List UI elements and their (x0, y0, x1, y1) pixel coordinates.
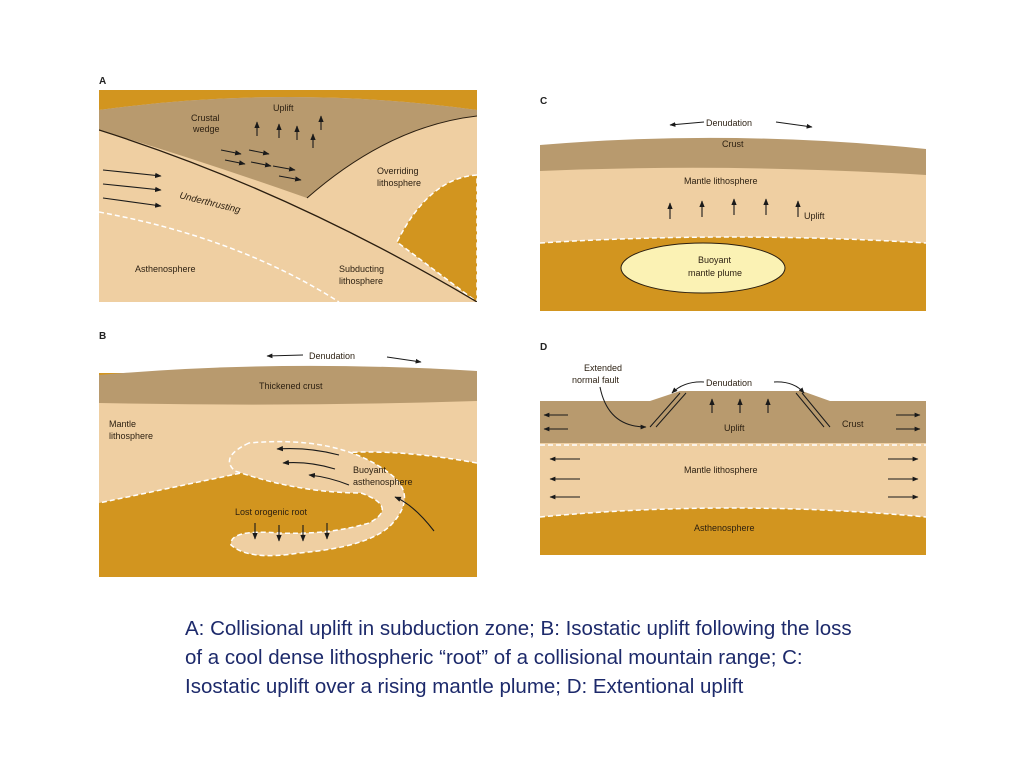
panel-d-fault-label-1: Extended (584, 363, 622, 373)
panel-b-denudation-arrow (266, 353, 422, 364)
panel-b-asthenosphere-boundary (99, 451, 477, 504)
panel-d-mantle-label: Mantle lithosphere (684, 465, 758, 475)
panel-a-crustal-wedge-label-1: Crustal (191, 113, 220, 123)
panel-d-crust-label: Crust (842, 419, 864, 429)
panel-d-crust-layer (540, 391, 926, 443)
panel-b-flow-arrows (276, 445, 435, 532)
panel-d-extension-arrows-right (888, 412, 921, 500)
panel-d-uplift-label: Uplift (724, 423, 745, 433)
panel-c-mantle-lithosphere-layer (540, 163, 926, 243)
panel-b-buoyant-label-1: Buoyant (353, 465, 387, 475)
panel-c-denudation-arrow (669, 121, 813, 129)
panel-a-underthrust-arrows (102, 169, 162, 208)
panel-b-mantle-label-1: Mantle (109, 419, 136, 429)
panel-d-asthenosphere-boundary (540, 507, 926, 518)
panel-c-asthenosphere-boundary (540, 236, 926, 244)
panel-d-extension-arrows-left (543, 412, 580, 500)
panel-a-thrust-arrows (220, 149, 302, 182)
panel-c-letter: C (540, 96, 548, 107)
panel-d-letter: D (540, 342, 548, 353)
panel-d-uplift-arrows (709, 398, 771, 413)
panel-b-letter: B (99, 331, 107, 342)
panel-b-mantle-label-2: lithosphere (109, 431, 153, 441)
panel-a-asthenosphere-label: Asthenosphere (135, 264, 196, 274)
panel-b-sinking-arrows (252, 523, 330, 542)
figure-caption: A: Collisional uplift in subduction zone… (185, 617, 852, 698)
panel-d-mantle-lithosphere-layer (540, 443, 926, 517)
panel-a-overriding-asthenosphere-layer (396, 174, 477, 302)
panel-d-fault-lines (649, 392, 831, 428)
panel-a-overriding-label-1: Overriding (377, 166, 419, 176)
panel-a-slab-base-line (99, 211, 340, 302)
panel-c-uplift-arrows (667, 198, 801, 219)
panel-d-asthenosphere-label: Asthenosphere (694, 523, 755, 533)
panel-d-diagram: Denudation Extended normal fault Uplift … (540, 363, 926, 555)
panel-a-subducting-label-1: Subducting (339, 264, 384, 274)
panel-c-plume-label-2: mantle plume (688, 268, 742, 278)
panel-a-subducting-label-2: lithosphere (339, 276, 383, 286)
panel-c-denudation-label: Denudation (706, 118, 752, 128)
panel-a-crustal-wedge-layer (99, 97, 477, 198)
panel-c-uplift-label: Uplift (804, 211, 825, 221)
panel-a-overriding-label-2: lithosphere (377, 178, 421, 188)
panel-c-mantle-label: Mantle lithosphere (684, 176, 758, 186)
panel-a-uplift-label: Uplift (273, 103, 294, 113)
panel-c: Denudation Crust Mantle lithosphere Upli… (540, 113, 926, 311)
panel-b-crust-layer (99, 365, 477, 405)
panel-d-fault-label-2: normal fault (572, 375, 620, 385)
panel-d-fault-pointer (599, 386, 647, 430)
panel-b-lost-root-label: Lost orogenic root (235, 507, 308, 517)
panel-a: Crustal wedge Uplift Overriding lithosph… (99, 90, 477, 302)
panel-c-crust-label: Crust (722, 139, 744, 149)
panel-d-denudation-label: Denudation (706, 378, 752, 388)
panel-c-diagram: Denudation Crust Mantle lithosphere Upli… (540, 118, 926, 311)
panel-a-fault-line (99, 129, 477, 302)
panel-b-denudation-label: Denudation (309, 351, 355, 361)
panel-b: Denudation Thickened crust Mantle lithos… (99, 345, 477, 577)
panel-a-diagram: Crustal wedge Uplift Overriding lithosph… (99, 90, 477, 302)
panel-b-thickened-crust-label: Thickened crust (259, 381, 323, 391)
panel-b-diagram: Denudation Thickened crust Mantle lithos… (99, 351, 477, 577)
panel-d: Denudation Extended normal fault Uplift … (540, 355, 926, 555)
panel-c-plume-label-1: Buoyant (698, 255, 732, 265)
panel-a-uplift-arrows (254, 115, 324, 148)
panel-c-crust-layer (540, 137, 926, 175)
panel-a-crustal-wedge-label-2: wedge (192, 124, 220, 134)
panel-a-letter: A (99, 76, 107, 87)
panel-c-plume (620, 242, 786, 294)
panel-b-root-fold (228, 440, 406, 557)
panel-a-overriding-boundary (306, 115, 477, 199)
panel-a-subducting-plate-layer (99, 130, 477, 302)
panel-b-buoyant-label-2: asthenosphere (353, 477, 413, 487)
panel-d-denudation-arrow (671, 381, 805, 394)
